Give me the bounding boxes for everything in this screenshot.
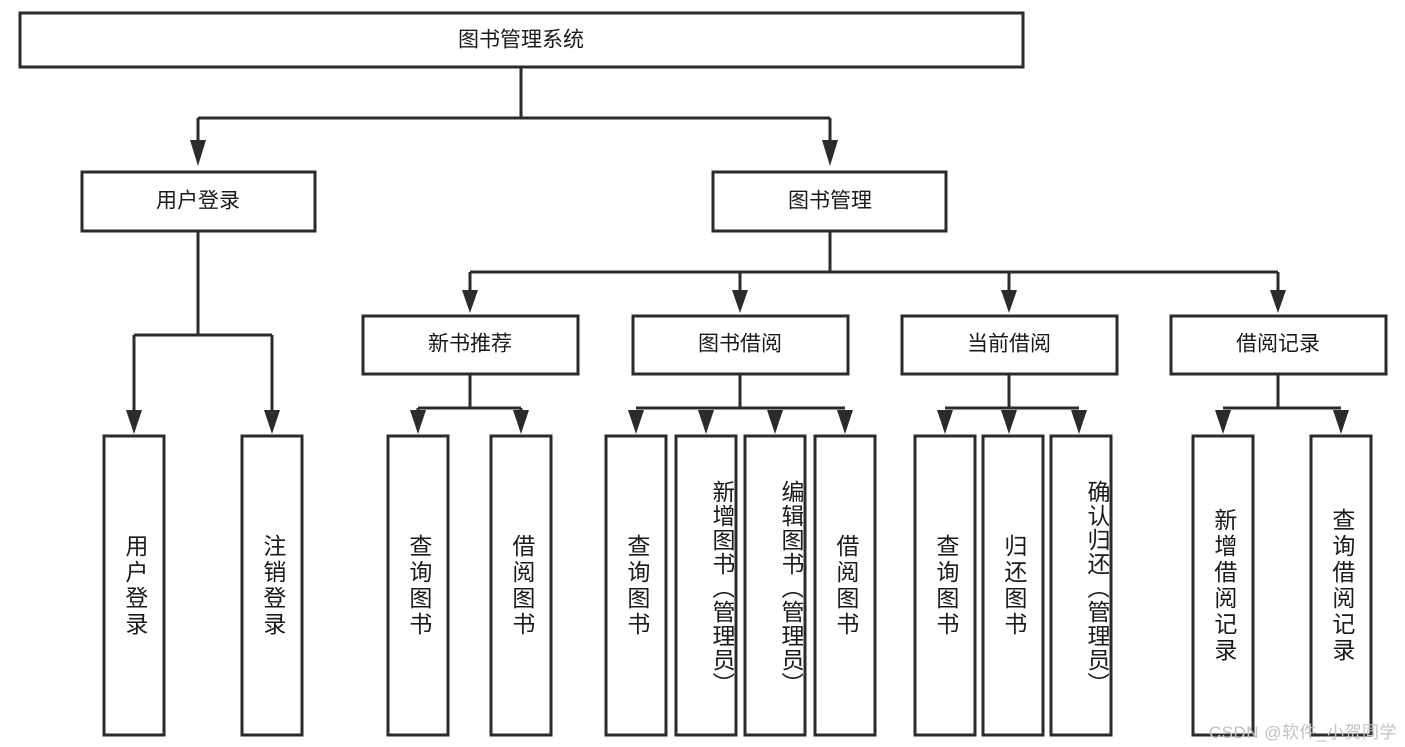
leaf-br-add-record-box[interactable] [1191, 434, 1255, 737]
node-user-login-label: 用户登录 [156, 190, 240, 213]
leaf-cb-return-book-box[interactable] [981, 434, 1045, 737]
leaf-node[interactable]: 查询图书 [604, 434, 668, 737]
node-book-manage[interactable]: 图书管理 [711, 170, 948, 233]
node-borrow-record-box[interactable] [1169, 314, 1388, 376]
node-root-box[interactable] [18, 11, 1025, 69]
leaf-nb-query-book-label: 查询图书 [405, 533, 432, 638]
leaf-node[interactable]: 借阅图书 [813, 434, 877, 737]
leaf-logout-box[interactable] [240, 434, 304, 737]
leaf-node[interactable]: 新增借阅记录 [1191, 434, 1255, 737]
arrow-head-borrow-record [1270, 290, 1286, 313]
arrow-head-bb-leaf1 [628, 410, 644, 434]
arrow-head-ul-leaf1 [126, 410, 142, 434]
leaf-cb-query-book-label: 查询图书 [932, 533, 959, 638]
arrow-head-current-borrow [1001, 290, 1017, 313]
node-book-borrow-box[interactable] [631, 314, 850, 376]
leaf-node[interactable]: 查询图书 [386, 434, 450, 737]
leaf-bb-borrow-book-box[interactable] [813, 434, 877, 737]
leaf-bb-edit-book-box[interactable] [743, 434, 807, 737]
node-new-book-recommend-box[interactable] [361, 314, 580, 376]
leaf-node[interactable]: 用户登录 [102, 434, 166, 737]
arrow-head-user-login [190, 140, 206, 166]
leaf-br-add-record-label: 新增借阅记录 [1210, 507, 1237, 664]
leaf-node[interactable]: 查询图书 [913, 434, 977, 737]
csdn-watermark: CSDN @软件_小贺同学 [1208, 723, 1397, 742]
node-root-label: 图书管理系统 [458, 29, 584, 52]
leaf-logout-label: 注销登录 [259, 533, 286, 638]
leaf-user-login-label: 用户登录 [121, 533, 148, 638]
leaf-nb-borrow-book-label: 借阅图书 [508, 533, 535, 638]
arrow-head-cb-leaf1 [937, 410, 953, 434]
leaf-br-query-record-box[interactable] [1309, 434, 1373, 737]
leaf-bb-query-book-box[interactable] [604, 434, 668, 737]
edge-group-root [190, 67, 838, 166]
edge-group-book-borrow [628, 375, 853, 434]
leaf-node[interactable]: 注销登录 [240, 434, 304, 737]
arrow-head-new-book [462, 290, 478, 313]
leaf-bb-add-book-box[interactable] [674, 434, 738, 737]
edge-group-user-login [126, 232, 280, 434]
leaf-bb-add-book-label: 新增图书（管理员） [709, 479, 734, 696]
node-current-borrow[interactable]: 当前借阅 [900, 314, 1119, 376]
leaf-node[interactable]: 编辑图书（管理员） [743, 434, 807, 737]
arrow-head-ul-leaf2 [264, 410, 280, 434]
node-current-borrow-label: 当前借阅 [967, 333, 1051, 356]
arrow-head-book-borrow [732, 290, 748, 313]
leaf-cb-query-book-box[interactable] [913, 434, 977, 737]
node-user-login[interactable]: 用户登录 [80, 170, 317, 233]
arrow-head-bb-leaf4 [837, 410, 853, 434]
arrow-head-book-manage [822, 140, 838, 166]
arrow-head-nb-leaf1 [410, 410, 426, 434]
node-borrow-record[interactable]: 借阅记录 [1169, 314, 1388, 376]
leaf-bb-query-book-label: 查询图书 [623, 533, 650, 638]
leaf-bb-borrow-book-label: 借阅图书 [832, 533, 859, 638]
node-new-book-recommend[interactable]: 新书推荐 [361, 314, 580, 376]
leaf-node[interactable]: 新增图书（管理员） [674, 434, 738, 737]
leaf-nb-borrow-book-box[interactable] [489, 434, 553, 737]
arrow-head-cb-leaf2 [1001, 410, 1017, 434]
leaf-cb-confirm-return-label: 确认归还（管理员） [1084, 479, 1109, 696]
arrow-head-br-leaf2 [1333, 410, 1349, 434]
node-new-book-recommend-label: 新书推荐 [428, 333, 512, 356]
edge-group-current-borrow [937, 375, 1087, 434]
edge-group-borrow-record [1215, 375, 1349, 434]
arrow-head-nb-leaf2 [513, 410, 529, 434]
node-book-manage-label: 图书管理 [788, 190, 872, 213]
node-borrow-record-label: 借阅记录 [1236, 333, 1320, 356]
leaf-node[interactable]: 确认归还（管理员） [1049, 434, 1113, 737]
node-user-login-box[interactable] [80, 170, 317, 233]
leaf-br-query-record-label: 查询借阅记录 [1328, 507, 1355, 664]
node-book-manage-box[interactable] [711, 170, 948, 233]
leaf-nb-query-book-box[interactable] [386, 434, 450, 737]
arrow-head-bb-leaf3 [767, 410, 783, 434]
leaf-node[interactable]: 借阅图书 [489, 434, 553, 737]
leaf-node[interactable]: 归还图书 [981, 434, 1045, 737]
node-book-borrow[interactable]: 图书借阅 [631, 314, 850, 376]
edge-group-new-book [410, 375, 529, 434]
node-root[interactable]: 图书管理系统 [18, 11, 1025, 69]
leaf-cb-confirm-return-box[interactable] [1049, 434, 1113, 737]
edge-group-book-manage [462, 232, 1286, 313]
arrow-head-br-leaf1 [1215, 410, 1231, 434]
node-book-borrow-label: 图书借阅 [698, 333, 782, 356]
leaf-node[interactable]: 查询借阅记录 [1309, 434, 1373, 737]
leaf-cb-return-book-label: 归还图书 [1000, 533, 1027, 638]
leaf-bb-edit-book-label: 编辑图书（管理员） [778, 479, 803, 696]
node-current-borrow-box[interactable] [900, 314, 1119, 376]
arrow-head-cb-leaf3 [1071, 410, 1087, 434]
leaf-user-login-box[interactable] [102, 434, 166, 737]
arrow-head-bb-leaf2 [698, 410, 714, 434]
